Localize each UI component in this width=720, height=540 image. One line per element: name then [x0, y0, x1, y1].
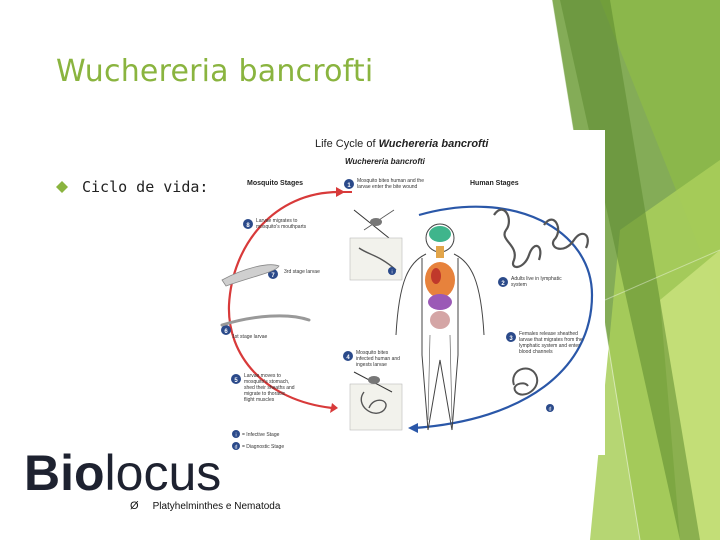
svg-text:= Diagnostic Stage: = Diagnostic Stage: [242, 444, 284, 450]
mosquito-mouthparts-illustration: [353, 209, 395, 239]
arrowhead-icon: [408, 423, 418, 433]
third-stage-larva-illustration: [221, 264, 280, 287]
step-badge: 3: [509, 336, 513, 342]
step-badge: 4: [346, 355, 350, 361]
footer-text: Platyhelminthes e Nematoda: [152, 500, 281, 512]
svg-text:i: i: [391, 270, 392, 276]
step-4-text: Mosquito bites infected human and ingest…: [356, 350, 401, 368]
step-badge: 8: [246, 223, 250, 229]
diagram-title: Life Cycle of Wuchereria bancrofti: [315, 138, 489, 150]
human-stages-header: Human Stages: [470, 180, 519, 187]
step-7-text: 3rd stage larvae: [284, 269, 320, 275]
life-cycle-diagram: Life Cycle of Wuchereria bancrofti Wuche…: [214, 130, 605, 455]
svg-text:d: d: [549, 407, 552, 413]
human-figure-illustration: [395, 223, 485, 431]
svg-text:i: i: [235, 433, 236, 439]
step-1-text: Mosquito bites human and the larvae ente…: [357, 178, 425, 190]
slide-title: Wuchereria bancrofti: [56, 54, 374, 89]
step-badge: 5: [234, 378, 238, 384]
bullet-text: Ciclo de vida:: [82, 178, 209, 196]
step-badge: 6: [224, 329, 228, 335]
adult-worms-illustration: [493, 208, 542, 268]
first-stage-larva-illustration: [220, 314, 311, 327]
step-2-text: Adults live in lymphatic system: [511, 276, 563, 288]
step-badge: 7: [271, 273, 275, 279]
diamond-bullet-icon: [56, 181, 68, 193]
mosquito-feeding-illustration: [353, 371, 393, 393]
biolocus-logo: Biolocus: [24, 448, 221, 498]
svg-text:d: d: [235, 445, 238, 451]
logo-regular-part: locus: [104, 445, 222, 501]
mosquito-stages-header: Mosquito Stages: [247, 180, 303, 187]
bullet-item: Ciclo de vida:: [56, 178, 208, 196]
mosquito-bite-illustration: [349, 237, 403, 281]
arrow-bullet-icon: Ø: [130, 500, 139, 512]
step-badge: 2: [501, 281, 505, 287]
step-5-text: Larvae moves to mosquito's stomach, shed…: [244, 373, 296, 403]
logo-bold-part: Bio: [24, 445, 105, 501]
step-badge: 1: [347, 183, 351, 189]
svg-text:= Infective Stage: = Infective Stage: [242, 432, 280, 438]
step-3-text: Females release sheathed larvae that mig…: [519, 331, 584, 355]
diagram-legend: i = Infective Stage d = Diagnostic Stage: [232, 430, 284, 451]
diagram-subtitle: Wuchereria bancrofti: [345, 157, 426, 166]
mosquito-cycle-arrow: [227, 190, 340, 410]
step-6-text: 1st stage larvae: [232, 334, 268, 340]
step-8-text: Larvae migrates to mosquito's mouthparts: [256, 218, 307, 230]
arrowhead-icon: [330, 403, 338, 413]
mosquito-stomach-illustration: [349, 383, 403, 431]
footer-bullet: Ø Platyhelminthes e Nematoda: [130, 500, 280, 512]
